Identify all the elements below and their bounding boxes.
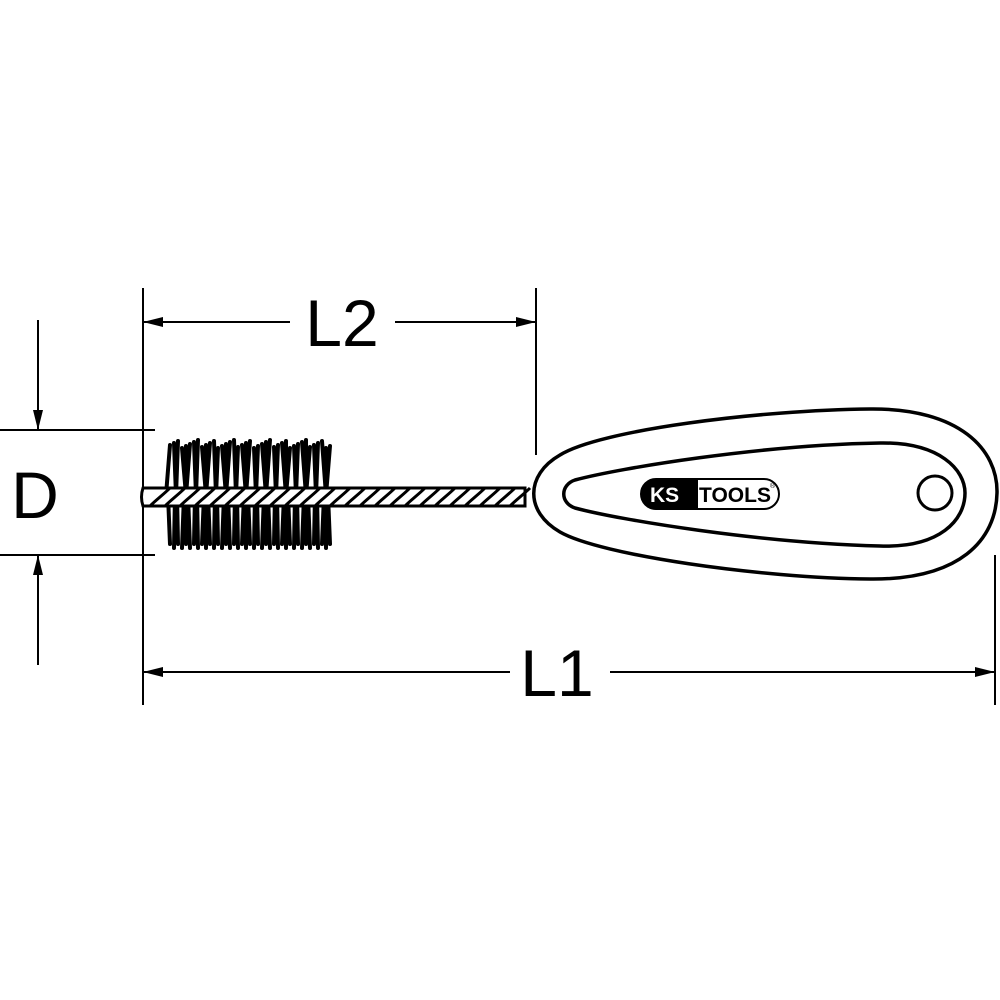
logo-suffix: TOOLS — [699, 484, 771, 507]
hanging-hole — [916, 474, 954, 512]
wire-twist — [193, 486, 217, 508]
wire-twist — [253, 486, 277, 508]
wire-twist — [163, 486, 187, 508]
brush-length-label: L2 — [305, 286, 378, 360]
wire-twist — [343, 486, 367, 508]
wire-twist — [148, 486, 172, 508]
wire-twist — [238, 486, 262, 508]
wire-twist — [403, 486, 427, 508]
bristle — [314, 441, 320, 497]
bristle — [174, 439, 180, 497]
registered-mark: ® — [770, 482, 776, 490]
wire-twist — [508, 486, 532, 508]
wire-twist — [298, 486, 322, 508]
wire-twist — [358, 486, 382, 508]
wire-twist — [178, 486, 202, 508]
wire-twist — [328, 486, 352, 508]
bristle — [224, 440, 232, 497]
bristle — [204, 441, 212, 497]
ks-tools-logo: KS TOOLS ® — [640, 478, 780, 510]
total-length-label: L1 — [520, 636, 593, 710]
wire-twist — [493, 486, 517, 508]
wire-twist — [223, 486, 247, 508]
wire-twist — [208, 486, 232, 508]
handle-inner-outline — [562, 441, 967, 548]
wire-twist — [418, 486, 442, 508]
bristle — [194, 438, 200, 497]
logo-prefix: KS — [650, 484, 679, 507]
wire-twist — [283, 486, 307, 508]
wire-twist — [373, 486, 397, 508]
wire-twist — [268, 486, 292, 508]
diameter-dimension — [0, 320, 155, 665]
bristle — [244, 439, 252, 497]
total-length-dimension — [143, 555, 996, 705]
bristle — [264, 438, 272, 497]
wire-twist — [463, 486, 487, 508]
twisted-wire-shaft — [140, 486, 532, 508]
wire-twist — [313, 486, 337, 508]
wire-twist — [448, 486, 472, 508]
wire-twist — [478, 486, 502, 508]
wire-twist — [433, 486, 457, 508]
wire-twist — [388, 486, 412, 508]
diameter-label: D — [11, 458, 59, 532]
